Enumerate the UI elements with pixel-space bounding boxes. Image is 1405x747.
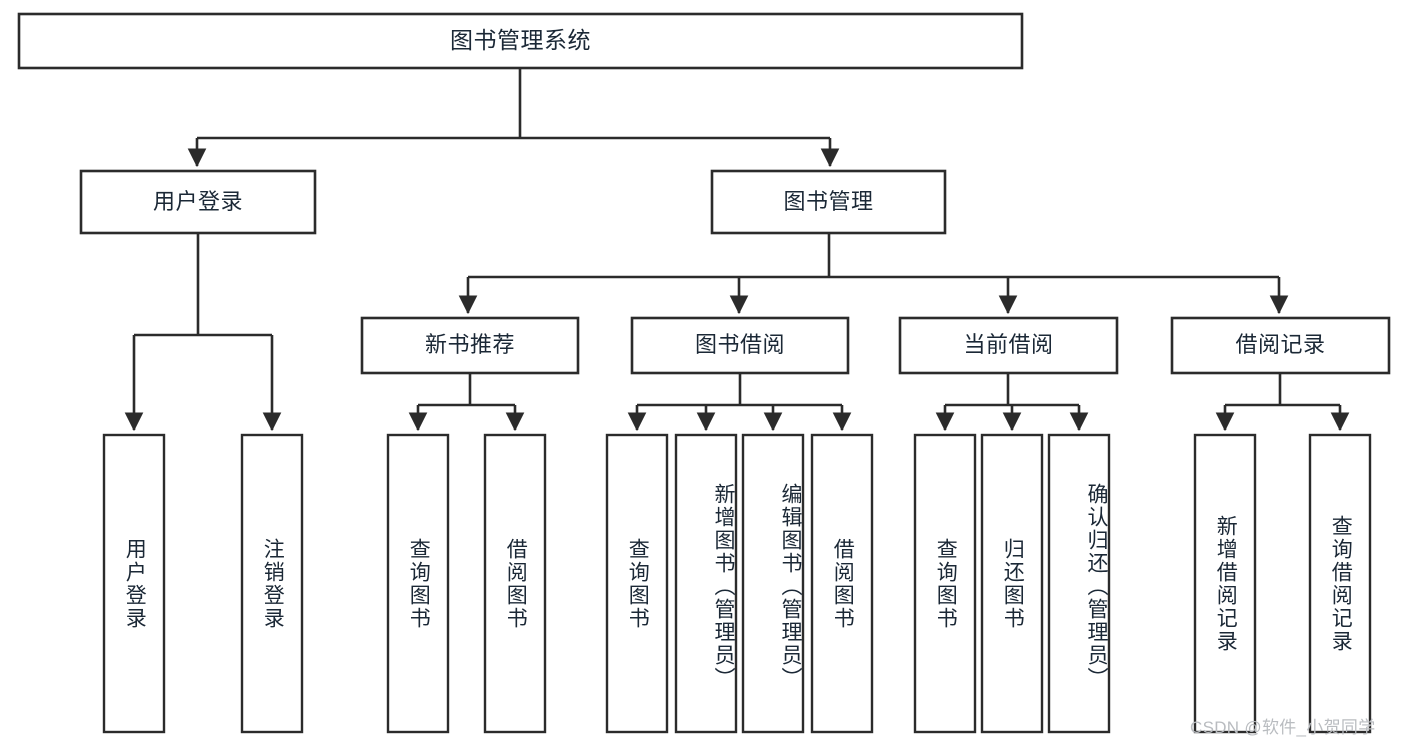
node-leaf-query-book-3-box[interactable] bbox=[913, 433, 977, 734]
node-leaf-edit-book-box[interactable] bbox=[741, 433, 805, 734]
node-book-borrow-box[interactable] bbox=[630, 316, 850, 375]
watermark-text: CSDN @软件_小贺同学 bbox=[1190, 718, 1376, 737]
node-user-login-box[interactable] bbox=[79, 169, 317, 235]
node-borrow-record-box[interactable] bbox=[1170, 316, 1391, 375]
node-leaf-return-book-box[interactable] bbox=[980, 433, 1044, 734]
node-book-manage-box[interactable] bbox=[710, 169, 947, 235]
node-new-book-recommend-box[interactable] bbox=[360, 316, 580, 375]
node-leaf-query-book-1-box[interactable] bbox=[386, 433, 450, 734]
node-leaf-user-login-box[interactable] bbox=[102, 433, 166, 734]
node-leaf-borrow-book-1-box[interactable] bbox=[483, 433, 547, 734]
node-leaf-add-record-box[interactable] bbox=[1193, 433, 1257, 734]
node-leaf-confirm-return-box[interactable] bbox=[1047, 433, 1111, 734]
node-root-box[interactable] bbox=[17, 12, 1024, 70]
node-leaf-query-record-box[interactable] bbox=[1308, 433, 1372, 734]
node-current-borrow-box[interactable] bbox=[898, 316, 1119, 375]
node-leaf-logout-box[interactable] bbox=[240, 433, 304, 734]
node-leaf-query-book-2-box[interactable] bbox=[605, 433, 669, 734]
node-leaf-borrow-book-2-box[interactable] bbox=[810, 433, 874, 734]
node-leaf-add-book-box[interactable] bbox=[674, 433, 738, 734]
